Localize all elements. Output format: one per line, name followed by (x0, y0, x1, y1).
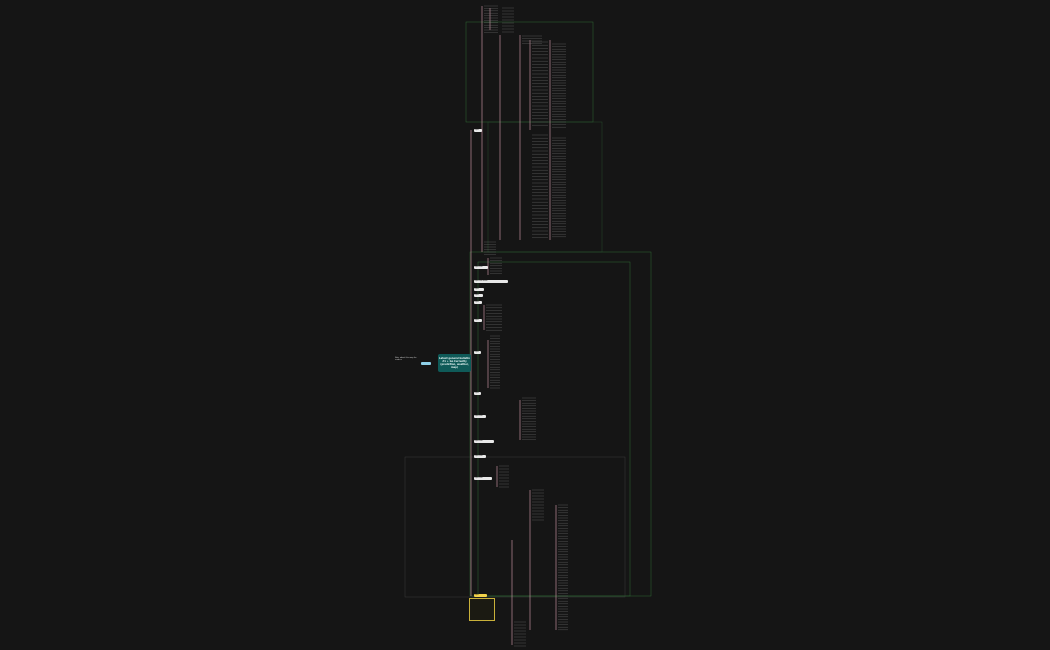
branch-node[interactable]: Topic item (474, 440, 494, 443)
branch-node[interactable]: Topic item detail (474, 280, 508, 283)
highlight-note-box (469, 598, 495, 621)
branch-node-highlight[interactable]: Topic (474, 594, 487, 597)
branch-node[interactable]: Topic (474, 301, 482, 304)
branch-node[interactable]: Topic (474, 319, 482, 322)
branch-node[interactable]: Topic (474, 392, 481, 395)
minor-connectors (484, 5, 568, 647)
branch-node[interactable]: Topic item (474, 477, 492, 480)
branch-node[interactable]: Topic (474, 288, 484, 291)
central-topic[interactable]: Latest general bulletin #1 + Go Currentl… (438, 354, 471, 372)
boundary-frames (404, 21, 652, 598)
side-note: Note about this map for readers (395, 357, 417, 362)
branch-node[interactable]: Topic item (474, 415, 486, 418)
connector-lines (470, 6, 557, 645)
branch-node[interactable]: Topic (474, 294, 483, 297)
branch-node[interactable]: Topic (474, 351, 481, 354)
floating-tag[interactable] (421, 362, 431, 365)
branch-node[interactable]: Topic item (474, 266, 488, 269)
branch-node[interactable]: Topic item (474, 455, 486, 458)
branch-node[interactable]: Topic (474, 129, 482, 132)
